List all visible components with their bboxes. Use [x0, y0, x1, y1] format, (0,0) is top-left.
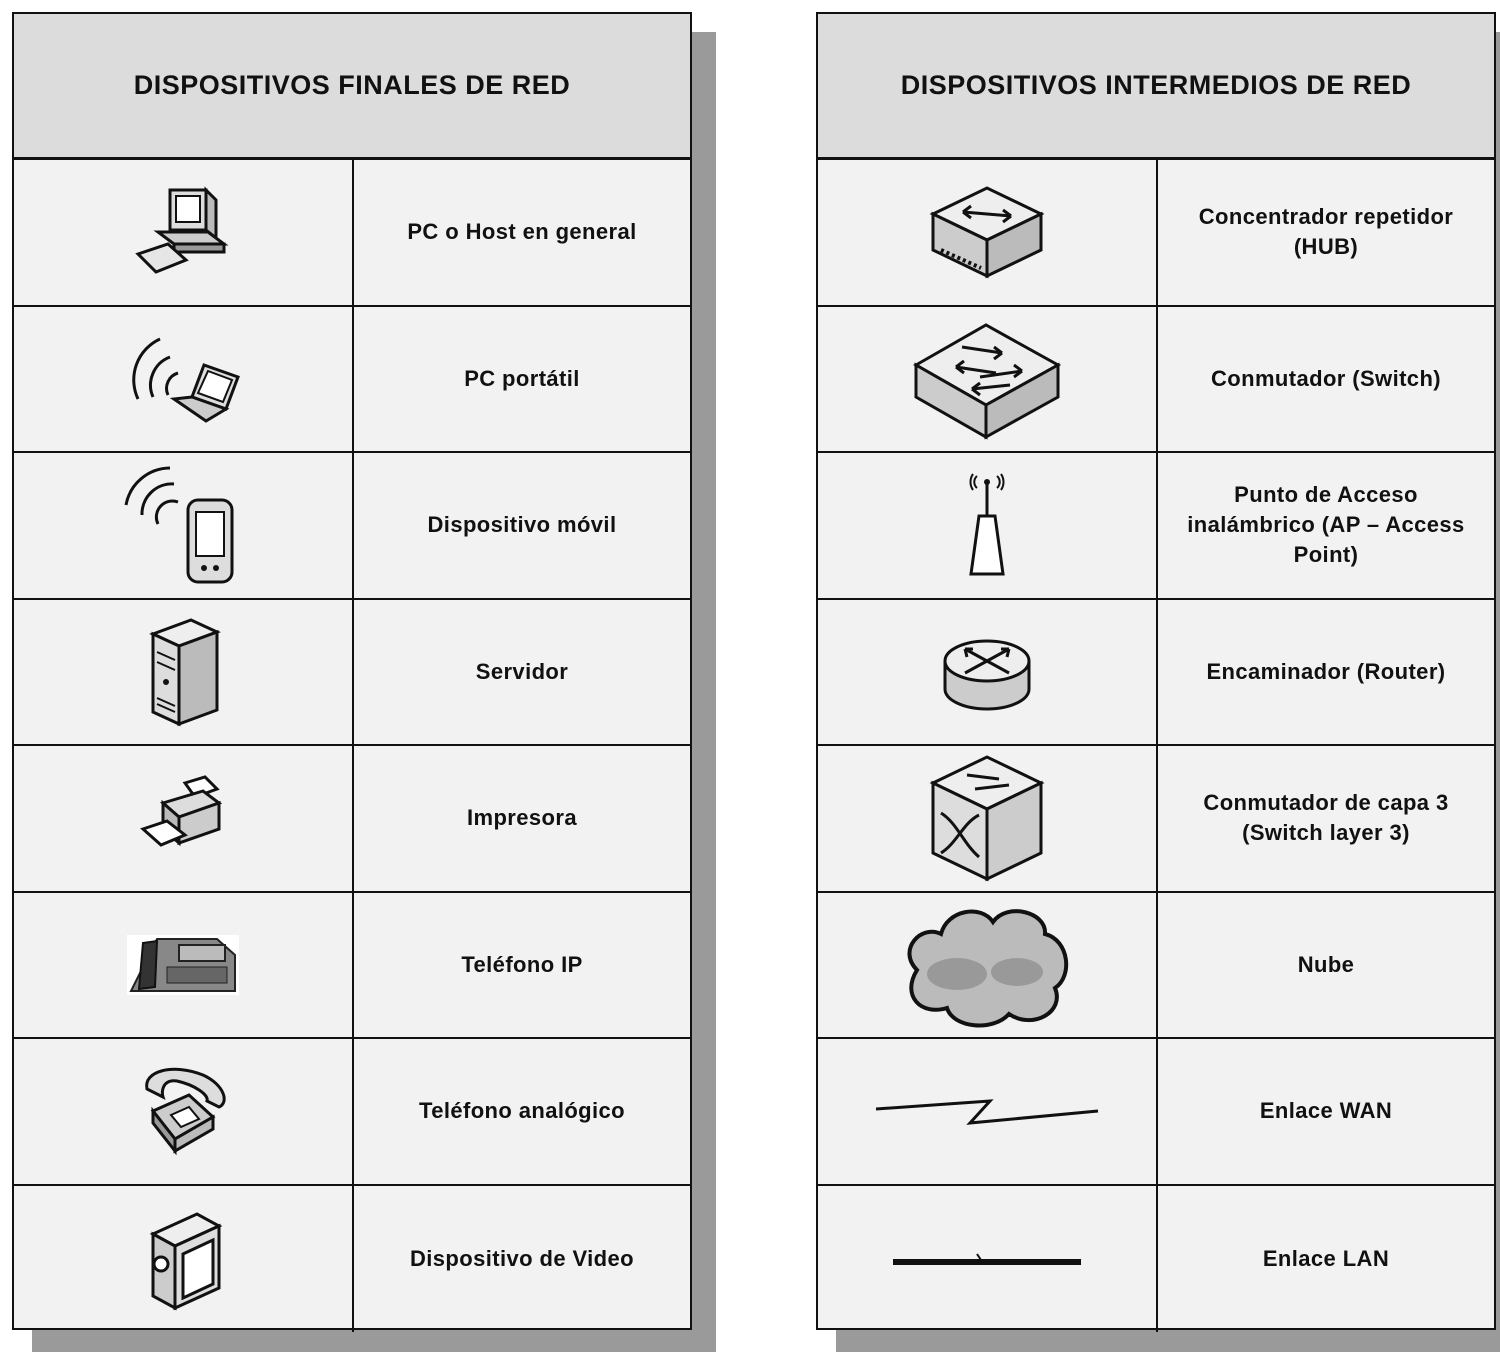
- end-devices-table: DISPOSITIVOS FINALES DE RED PC o Host en…: [12, 12, 716, 1352]
- end-devices-grid: DISPOSITIVOS FINALES DE RED PC o Host en…: [12, 12, 692, 1332]
- table-row: Encaminador (Router): [818, 599, 1494, 746]
- cloud-icon: [907, 909, 1069, 1028]
- device-label: Nube: [1297, 951, 1355, 977]
- mobile-device-wireless-icon: [124, 466, 234, 584]
- icon-cell: [14, 453, 354, 598]
- device-label: Conmutador de capa 3 (Switch layer 3): [1203, 790, 1449, 846]
- icon-cell: [14, 746, 354, 891]
- layer3-switch-icon: [929, 755, 1045, 882]
- table-row: Dispositivo de Video: [14, 1185, 690, 1332]
- icon-cell: [818, 453, 1158, 598]
- icon-cell: [818, 1185, 1158, 1332]
- icon-cell: [14, 1039, 354, 1184]
- icon-cell: [818, 892, 1158, 1037]
- icon-cell: [818, 1039, 1158, 1184]
- icon-cell: [14, 599, 354, 744]
- device-label: Enlace LAN: [1262, 1245, 1390, 1271]
- icon-cell: [14, 306, 354, 451]
- intermediate-devices-title: DISPOSITIVOS INTERMEDIOS DE RED: [818, 14, 1494, 160]
- device-label: Teléfono IP: [461, 951, 583, 977]
- icon-cell: [818, 160, 1158, 305]
- end-devices-title: DISPOSITIVOS FINALES DE RED: [14, 14, 690, 160]
- intermediate-devices-grid: DISPOSITIVOS INTERMEDIOS DE RED Concentr…: [816, 12, 1496, 1332]
- table-row: Enlace WAN: [818, 1039, 1494, 1186]
- server-tower-icon: [149, 618, 221, 727]
- table-row: Conmutador (Switch): [818, 306, 1494, 453]
- ip-phone-icon: [127, 934, 239, 995]
- desktop-pc-icon: [135, 186, 229, 275]
- access-point-icon: [969, 473, 1005, 576]
- analog-phone-icon: [145, 1068, 226, 1156]
- device-label: Servidor: [475, 658, 569, 684]
- icon-cell: [14, 892, 354, 1037]
- device-label: Punto de Acceso inalámbrico (AP – Access…: [1187, 482, 1465, 568]
- table-row: PC portátil: [14, 306, 690, 453]
- device-label: PC o Host en general: [407, 219, 637, 245]
- icon-cell: [818, 746, 1158, 891]
- table-row: Enlace LAN: [818, 1185, 1494, 1332]
- table-row: Teléfono analógico: [14, 1039, 690, 1186]
- icon-cell: [818, 306, 1158, 451]
- device-label: PC portátil: [464, 365, 580, 391]
- printer-icon: [140, 775, 223, 847]
- device-label: Dispositivo de Video: [410, 1245, 634, 1271]
- device-label: Concentrador repetidor (HUB): [1198, 204, 1454, 260]
- video-camera-icon: [149, 1212, 223, 1311]
- icon-cell: [14, 1185, 354, 1332]
- table-row: Impresora: [14, 746, 690, 893]
- switch-icon: [912, 323, 1062, 440]
- icon-cell: [818, 599, 1158, 744]
- table-row: Nube: [818, 892, 1494, 1039]
- table-row: Conmutador de capa 3 (Switch layer 3): [818, 746, 1494, 893]
- device-label: Enlace WAN: [1259, 1098, 1393, 1124]
- device-label: Dispositivo móvil: [427, 512, 617, 538]
- table-row: Punto de Acceso inalámbrico (AP – Access…: [818, 453, 1494, 600]
- table-row: Concentrador repetidor (HUB): [818, 160, 1494, 307]
- table-row: PC o Host en general: [14, 160, 690, 307]
- router-icon: [943, 639, 1031, 711]
- device-label: Conmutador (Switch): [1210, 365, 1442, 391]
- intermediate-devices-table: DISPOSITIVOS INTERMEDIOS DE RED Concentr…: [816, 12, 1500, 1352]
- device-label: Teléfono analógico: [418, 1098, 626, 1124]
- table-row: Teléfono IP: [14, 892, 690, 1039]
- lan-link-icon: [893, 1253, 1081, 1265]
- laptop-wireless-icon: [132, 337, 240, 423]
- wan-link-icon: [875, 1099, 1099, 1126]
- device-label: Encaminador (Router): [1206, 658, 1446, 684]
- table-row: Dispositivo móvil: [14, 453, 690, 600]
- device-label: Impresora: [467, 805, 577, 831]
- table-row: Servidor: [14, 599, 690, 746]
- icon-cell: [14, 160, 354, 305]
- hub-icon: [929, 186, 1045, 279]
